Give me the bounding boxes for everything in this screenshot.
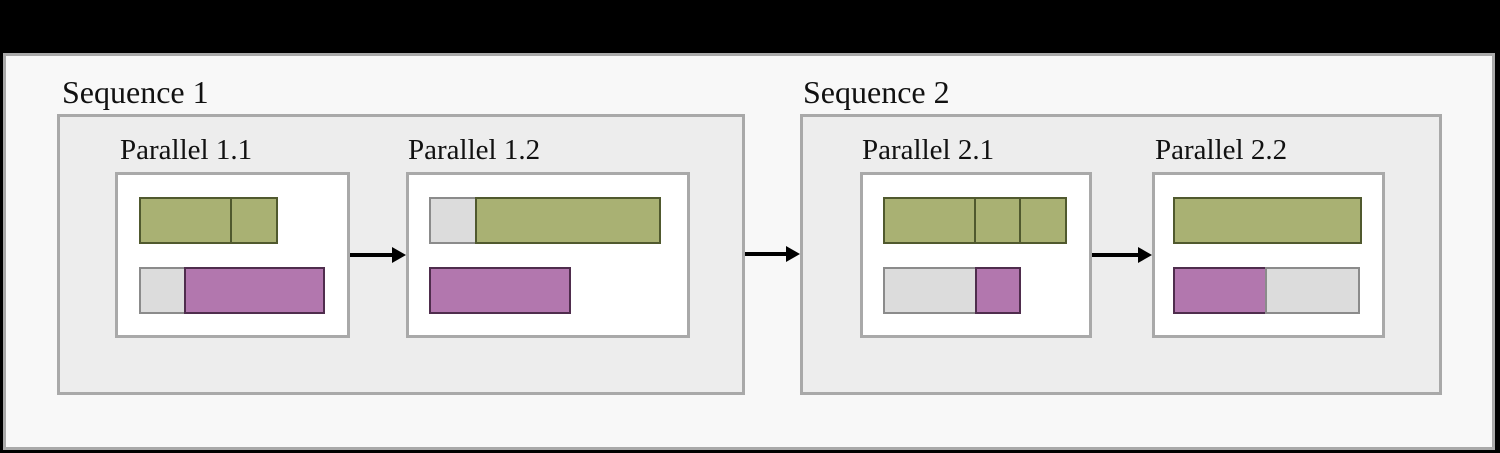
sequence-label: Sequence 2 bbox=[803, 74, 950, 110]
task-bar-row-2 bbox=[883, 267, 1021, 314]
task-segment-gray bbox=[429, 197, 477, 244]
arrow-parallel-2.1-to-2.2 bbox=[1092, 247, 1152, 263]
task-bar-row-1 bbox=[1173, 197, 1362, 244]
task-segment-purple bbox=[184, 267, 325, 314]
task-bar-row-2 bbox=[429, 267, 571, 314]
task-bar-row-2 bbox=[139, 267, 325, 314]
task-segment-gray bbox=[1265, 267, 1360, 314]
task-bar-row-2 bbox=[1173, 267, 1360, 314]
task-segment-green bbox=[230, 197, 278, 244]
arrow-sequence-1-to-2 bbox=[745, 246, 800, 262]
parallel-label: Parallel 2.2 bbox=[1155, 134, 1288, 166]
task-segment-green bbox=[475, 197, 661, 244]
task-segment-gray bbox=[883, 267, 977, 314]
task-segment-green bbox=[974, 197, 1021, 244]
task-segment-green bbox=[139, 197, 232, 244]
parallel-label: Parallel 1.2 bbox=[408, 134, 541, 166]
task-segment-purple bbox=[975, 267, 1021, 314]
arrow-head-icon bbox=[1138, 247, 1152, 263]
task-segment-green bbox=[1019, 197, 1067, 244]
arrow-shaft bbox=[350, 253, 393, 257]
task-bar-row-1 bbox=[883, 197, 1067, 244]
arrow-shaft bbox=[1092, 253, 1139, 257]
sequence-label: Sequence 1 bbox=[62, 74, 209, 110]
task-segment-green bbox=[883, 197, 976, 244]
task-segment-purple bbox=[429, 267, 571, 314]
task-segment-green bbox=[1173, 197, 1362, 244]
parallel-label: Parallel 2.1 bbox=[862, 134, 995, 166]
arrow-shaft bbox=[745, 252, 787, 256]
parallel-label: Parallel 1.1 bbox=[120, 134, 253, 166]
task-bar-row-1 bbox=[139, 197, 278, 244]
task-bar-row-1 bbox=[429, 197, 661, 244]
arrow-head-icon bbox=[786, 246, 800, 262]
arrow-head-icon bbox=[392, 247, 406, 263]
arrow-parallel-1.1-to-1.2 bbox=[350, 247, 406, 263]
task-segment-gray bbox=[139, 267, 186, 314]
task-segment-purple bbox=[1173, 267, 1267, 314]
